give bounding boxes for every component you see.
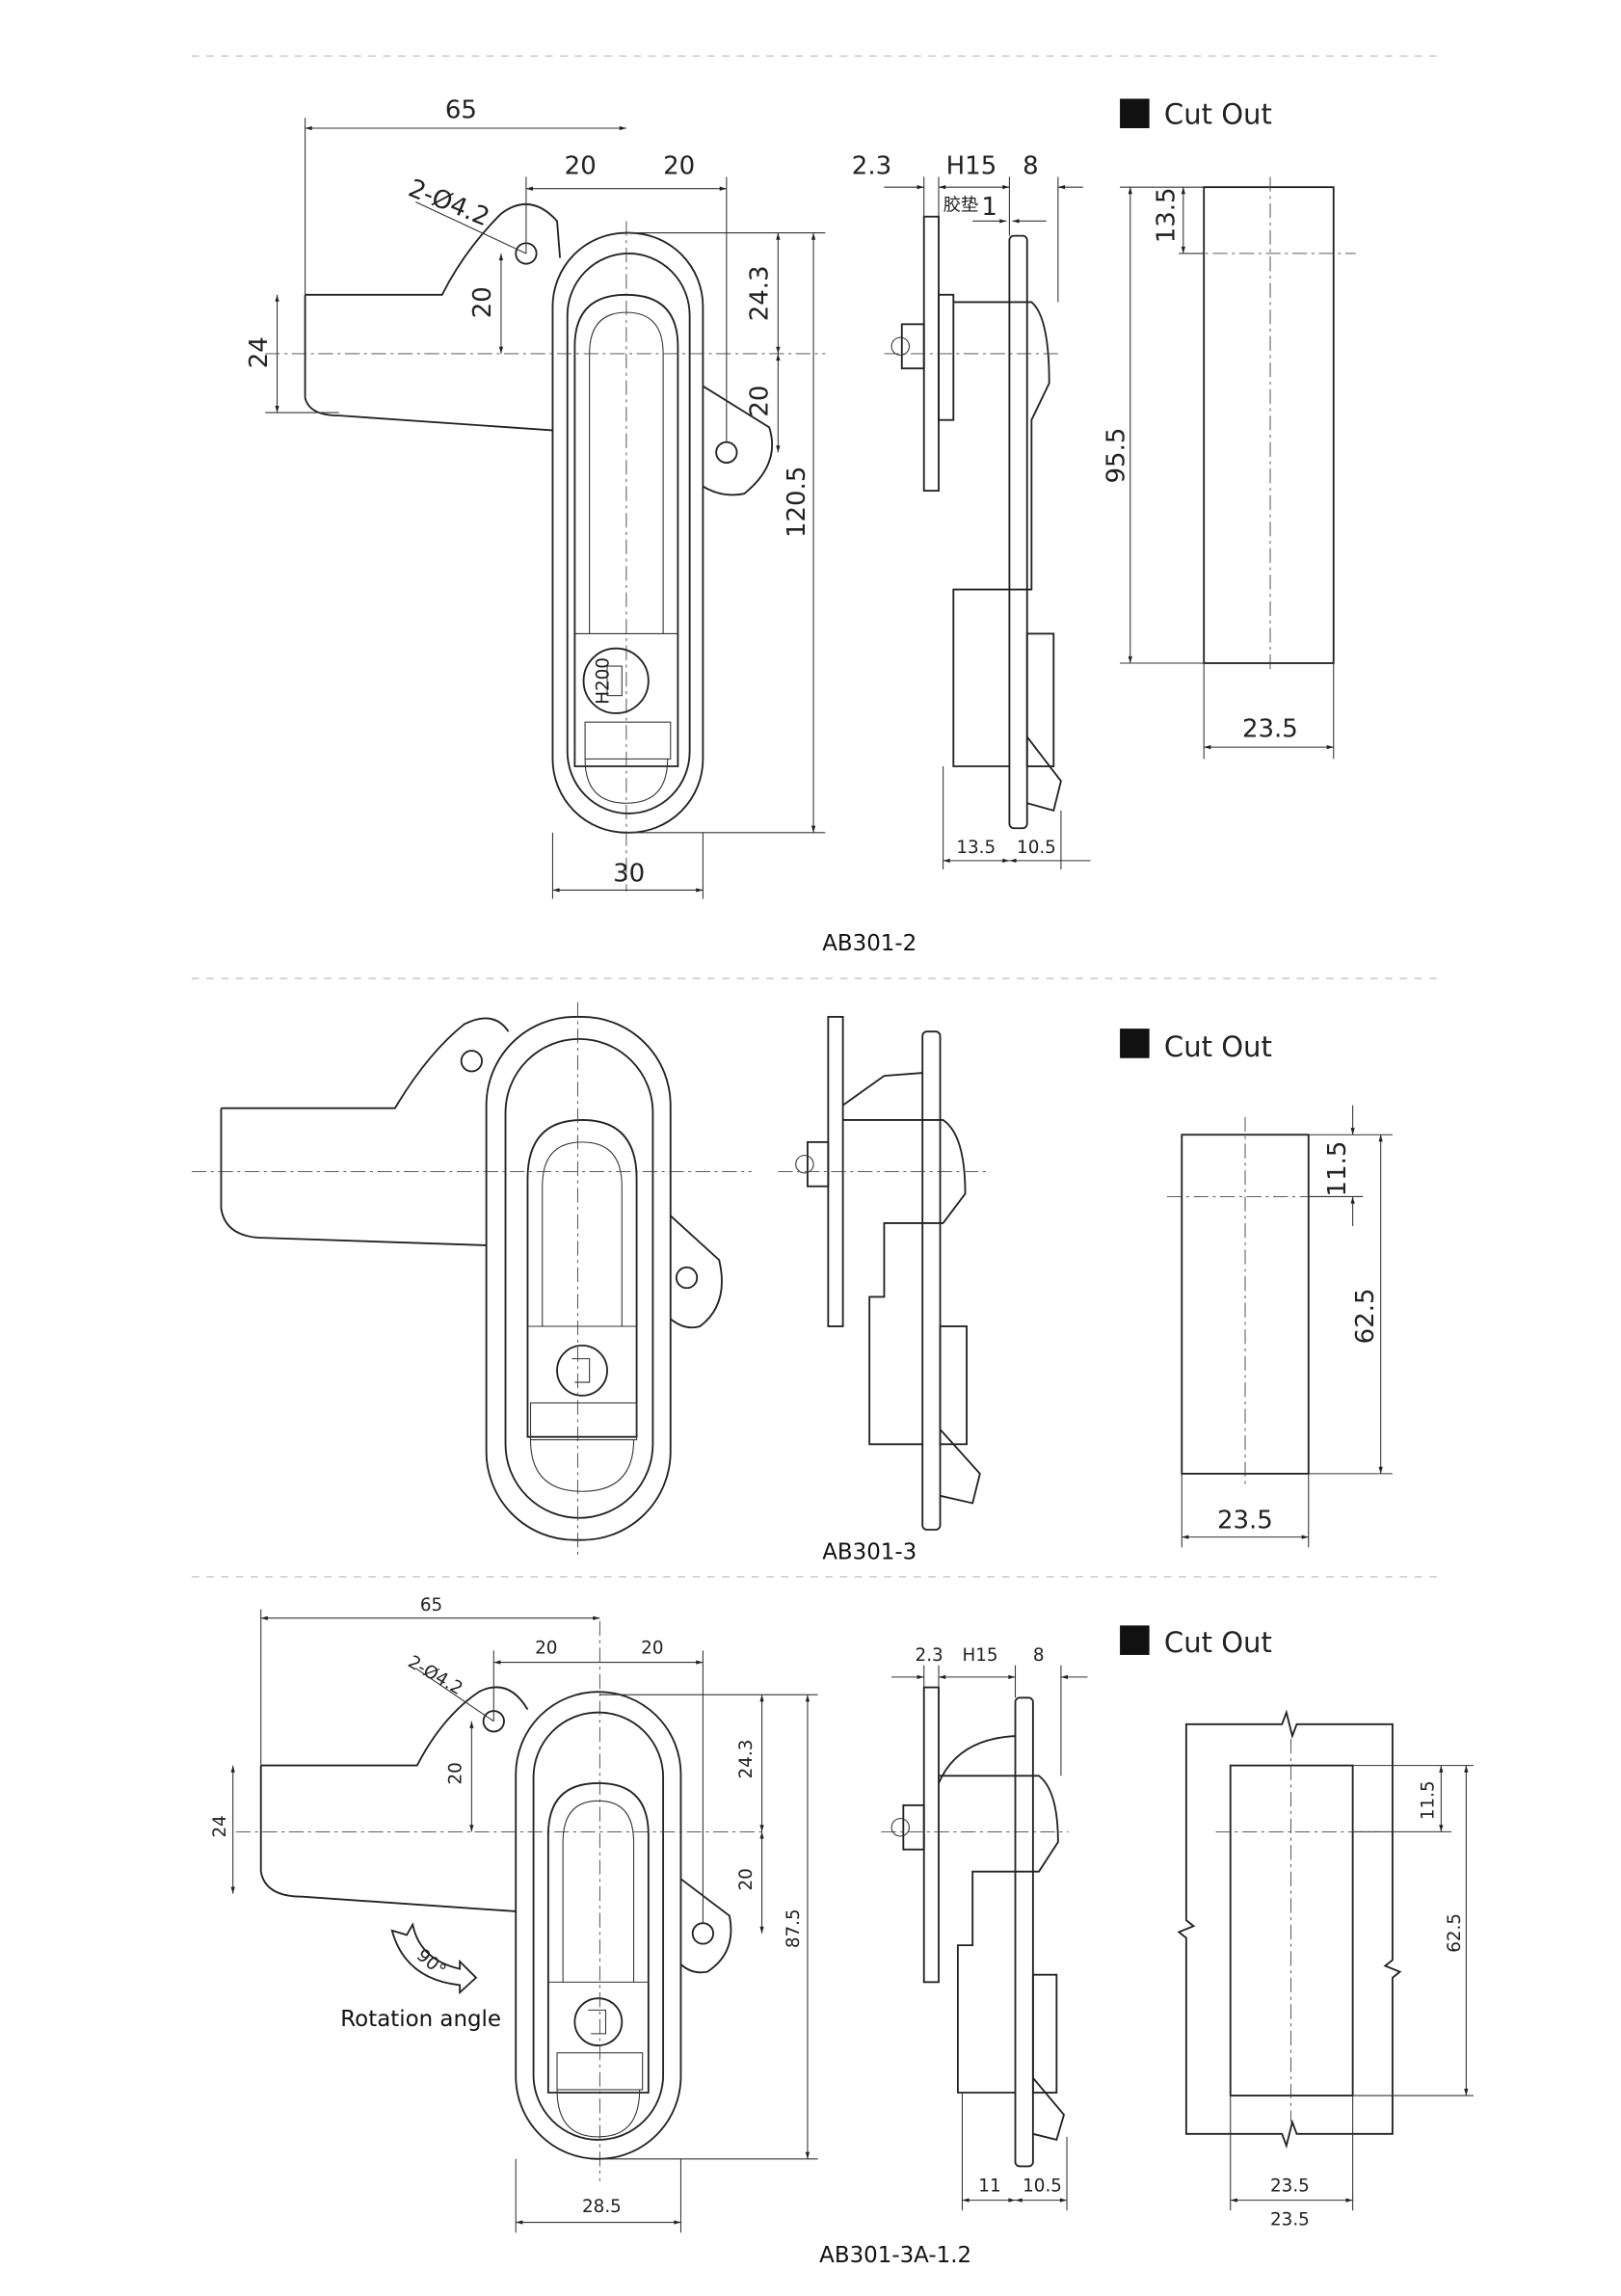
svg-text:11.5: 11.5 (1419, 1780, 1439, 1820)
keyhole-icon (582, 647, 650, 714)
model-caption: AB301-2 (822, 931, 917, 956)
svg-text:24: 24 (245, 336, 274, 368)
svg-text:28.5: 28.5 (582, 2197, 622, 2217)
svg-text:2-Ø4.2: 2-Ø4.2 (404, 174, 493, 232)
svg-text:2.3: 2.3 (916, 1645, 943, 1666)
mounting-hole-icon (460, 1050, 483, 1073)
svg-text:23.5: 23.5 (1217, 1506, 1273, 1535)
svg-text:13.5: 13.5 (1153, 187, 1182, 243)
front-view: H200 (265, 202, 826, 892)
svg-text:Rotation angle: Rotation angle (340, 2007, 501, 2032)
side-view (778, 1016, 988, 1531)
svg-text:Cut Out: Cut Out (1164, 1626, 1272, 1659)
svg-text:20: 20 (746, 386, 775, 417)
svg-text:20: 20 (446, 1762, 466, 1784)
svg-text:23.5: 23.5 (1242, 714, 1298, 743)
svg-text:13.5: 13.5 (956, 838, 996, 858)
legend-square-icon (1120, 1625, 1150, 1655)
section-ab301-3a-1-2: 90° Rotation angle 65 20 20 2-Ø4.2 24 20… (210, 1595, 1474, 2268)
svg-text:23.5: 23.5 (1270, 2176, 1310, 2196)
svg-text:20: 20 (468, 286, 497, 318)
svg-text:90°: 90° (412, 1945, 449, 1981)
svg-text:120.5: 120.5 (783, 467, 811, 538)
rotation-arrow-icon: 90° (390, 1922, 478, 1995)
cut-out-view: Cut Out 11.5 62.5 23.5 23.5 (1120, 1625, 1474, 2230)
svg-text:24.3: 24.3 (746, 265, 775, 321)
svg-text:87.5: 87.5 (784, 1909, 804, 1948)
model-caption: AB301-3 (822, 1540, 917, 1565)
svg-text:20: 20 (663, 151, 695, 180)
mounting-hole-icon (715, 441, 738, 464)
keyhole-icon (556, 1344, 608, 1397)
svg-text:1: 1 (981, 193, 997, 222)
nut-icon (795, 1155, 814, 1174)
front-view: 90° Rotation angle (235, 1620, 767, 2181)
svg-text:20: 20 (535, 1638, 557, 1658)
svg-text:8: 8 (1023, 151, 1039, 180)
cut-out-view: Cut Out 11.5 62.5 23.5 (1120, 1028, 1393, 1548)
svg-text:2.3: 2.3 (852, 151, 891, 180)
svg-text:11: 11 (978, 2176, 1000, 2196)
svg-text:62.5: 62.5 (1445, 1913, 1465, 1953)
svg-text:10.5: 10.5 (1023, 2176, 1062, 2196)
nut-icon (890, 336, 910, 356)
svg-text:Cut Out: Cut Out (1164, 97, 1272, 130)
svg-text:8: 8 (1033, 1645, 1045, 1666)
svg-text:23.5: 23.5 (1270, 2210, 1310, 2230)
svg-text:65: 65 (445, 95, 477, 124)
svg-text:2-Ø4.2: 2-Ø4.2 (405, 1652, 466, 1699)
section-ab301-3: Cut Out 11.5 62.5 23.5 AB301-3 (191, 1001, 1393, 1565)
svg-text:H15: H15 (962, 1645, 997, 1666)
front-view (191, 1001, 752, 1555)
panel-break-outline (1177, 1709, 1402, 2149)
svg-text:11.5: 11.5 (1323, 1141, 1352, 1197)
svg-text:Cut Out: Cut Out (1164, 1030, 1272, 1063)
svg-text:10.5: 10.5 (1017, 838, 1056, 858)
svg-text:62.5: 62.5 (1351, 1288, 1380, 1344)
front-dimensions: 65 20 20 2-Ø4.2 24 20 24.3 20 120.5 30 (245, 95, 826, 899)
mounting-hole-icon (691, 1922, 715, 1945)
side-view: 2.3 H15 8 11 10.5 (881, 1645, 1088, 2211)
svg-text:H200: H200 (594, 657, 614, 705)
cut-out-view: Cut Out 13.5 95.5 23.5 (1103, 97, 1356, 760)
nut-icon (890, 1818, 910, 1837)
svg-text:30: 30 (613, 859, 645, 888)
svg-text:65: 65 (420, 1595, 442, 1615)
svg-text:胶垫: 胶垫 (943, 196, 979, 216)
svg-text:20: 20 (736, 1868, 757, 1890)
side-view: 2.3 H15 8 胶垫 1 13.5 10.5 (852, 151, 1091, 870)
keyhole-icon (573, 1997, 624, 2047)
svg-text:20: 20 (565, 151, 597, 180)
svg-text:95.5: 95.5 (1103, 428, 1131, 484)
svg-text:24: 24 (210, 1815, 230, 1837)
mounting-hole-icon (675, 1266, 699, 1290)
svg-text:20: 20 (641, 1638, 663, 1658)
svg-text:24.3: 24.3 (736, 1740, 757, 1779)
legend-square-icon (1120, 98, 1150, 129)
section-ab301-2: H200 65 20 20 2-Ø4.2 24 20 24.3 (245, 95, 1356, 956)
svg-text:H15: H15 (946, 151, 997, 180)
legend-square-icon (1120, 1028, 1150, 1058)
model-caption: AB301-3A-1.2 (819, 2243, 971, 2268)
